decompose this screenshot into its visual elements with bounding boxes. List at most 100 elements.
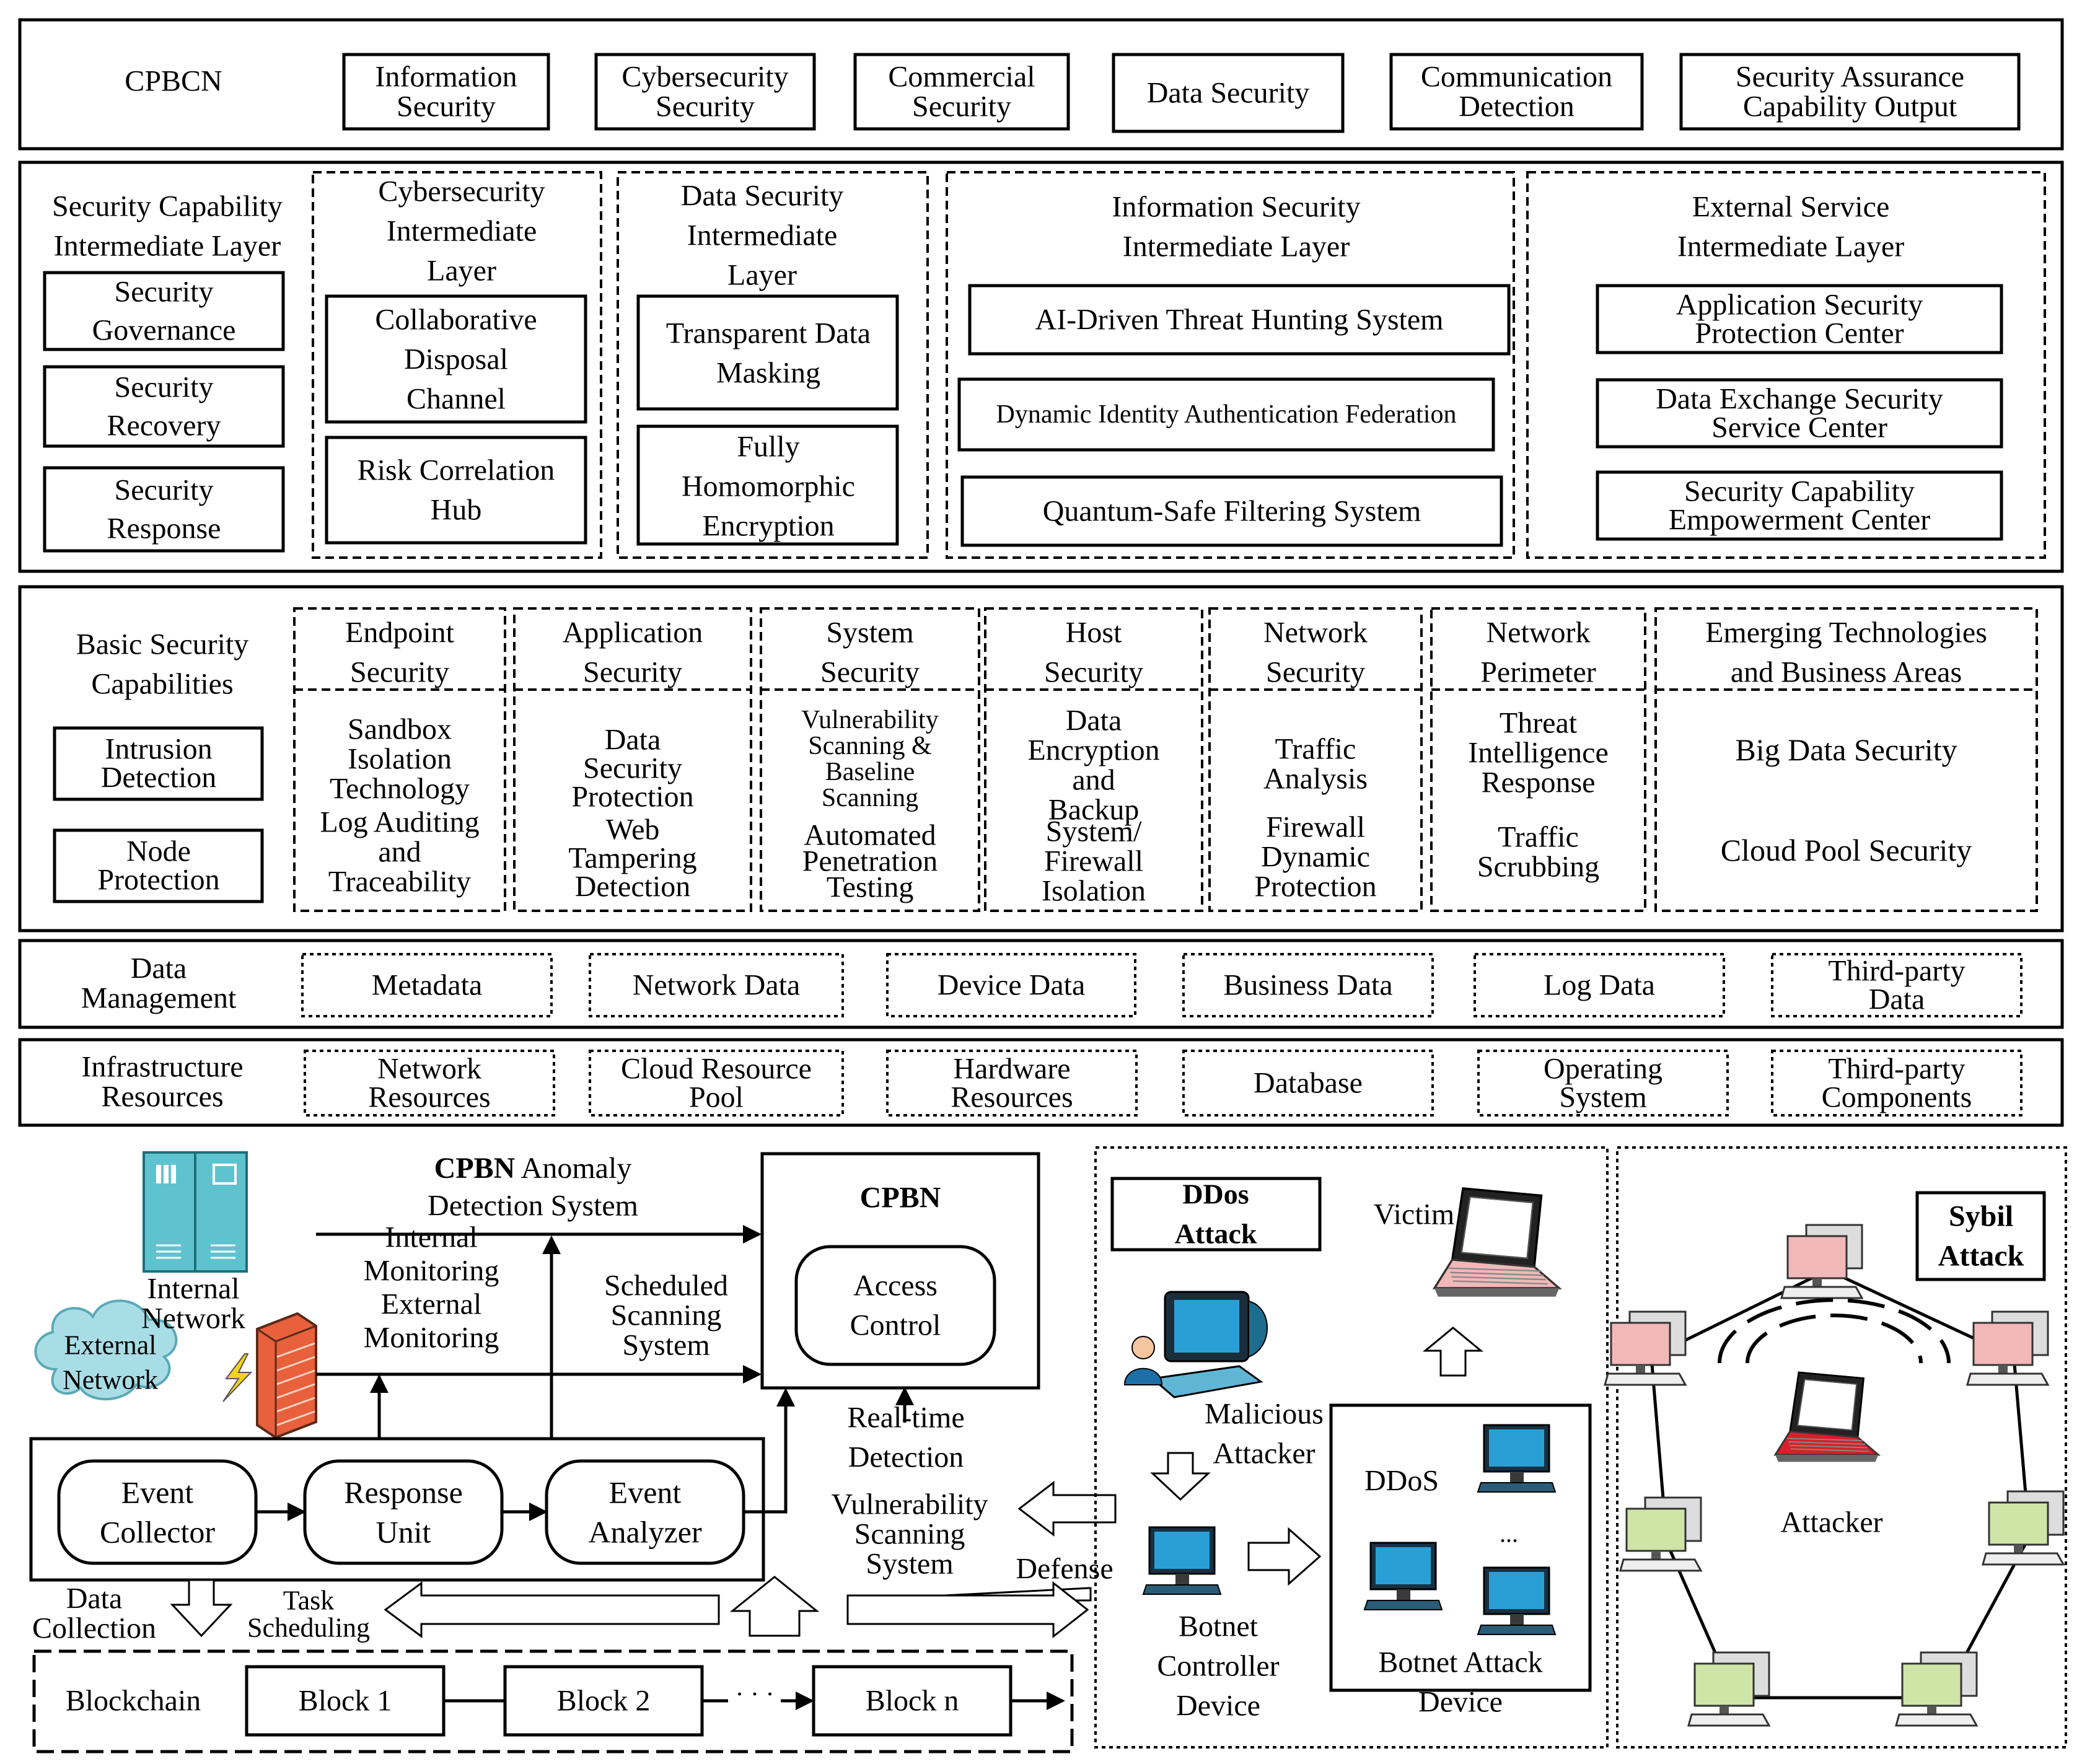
cpbcn-item-label-line: Detection (1459, 90, 1575, 123)
basic-column-item-line: Big Data Security (1735, 732, 1957, 767)
botnet-group-box (1329, 1403, 1592, 1692)
basic-column-item-line: Cloud Pool Security (1721, 833, 1972, 867)
botnet-ellipsis: ... (1500, 1520, 1518, 1548)
vulnerability-scanning-label-line: Vulnerability (831, 1488, 988, 1521)
governance-item-label-line: Response (107, 512, 221, 545)
data-management-item-label-line: Data (1869, 983, 1925, 1016)
basic-column (984, 607, 1203, 912)
security-capability-layer-title-line: Security Capability (52, 190, 283, 223)
basic-left-item-label-line: Node (126, 835, 191, 868)
basic-left-item (53, 726, 264, 801)
botnet-attack-label-line: Botnet Attack (1378, 1646, 1542, 1679)
data-management-item-label: Metadata (372, 969, 483, 1002)
data-item (636, 424, 899, 546)
data-management-item-label-line: Business Data (1223, 969, 1392, 1002)
info-item-label: AI-Driven Threat Hunting System (1035, 304, 1444, 336)
data-intermediate-title-line: Intermediate (687, 219, 838, 252)
anomaly-system-title-bold: CPBN (434, 1152, 516, 1185)
cpbcn-title-line: CPBCN (125, 65, 222, 98)
anomaly-system-title-line2: Detection System (428, 1190, 638, 1222)
down-hollow-arrow (1150, 1452, 1211, 1501)
right-hollow-arrow-ddos (1247, 1527, 1322, 1586)
sybil-node-pc-icon (1982, 1490, 2065, 1566)
victim-label: Victim (1374, 1198, 1454, 1231)
block-label: Block 1 (299, 1685, 392, 1718)
ddos-title-line: DDos (1182, 1178, 1249, 1210)
server-icon (143, 1151, 248, 1273)
basic-left-item (53, 828, 264, 903)
cpbn-box-title: CPBN (860, 1182, 941, 1214)
internal-network-label-line: Network (141, 1302, 245, 1335)
basic-column-item-line: Traceability (328, 866, 471, 898)
infrastructure-title-line: Infrastructure (81, 1051, 243, 1084)
basic-column-item-line: Penetration (802, 845, 938, 878)
data-intermediate-group (617, 171, 929, 559)
data-item (636, 294, 899, 411)
malicious-attacker-label-line: Attacker (1213, 1437, 1315, 1470)
infrastructure-title-line: Resources (101, 1081, 223, 1113)
blockchain-label-line: Blockchain (66, 1685, 201, 1718)
data-management-item (886, 953, 1136, 1017)
cyber-item-label-line: Channel (406, 383, 506, 416)
ddos-label: DDoS (1364, 1465, 1439, 1498)
defense-label: Defense (1016, 1553, 1113, 1586)
cpbcn-item (342, 53, 550, 131)
basic-column-item-line: Security (583, 752, 682, 785)
vulnerability-scanning-label-line: Scanning (854, 1518, 965, 1551)
cpbcn-item-label-line: Security (397, 90, 496, 123)
event-unit-label-line: Response (344, 1475, 463, 1510)
cyber-intermediate-title-line: Cybersecurity (378, 175, 545, 208)
info-item-label: Quantum-Safe Filtering System (1043, 495, 1421, 528)
botnet-controller-label-line: Botnet (1179, 1610, 1258, 1643)
cyber-intermediate-group (312, 171, 602, 559)
botnet-monitor-icon (1477, 1566, 1557, 1635)
block-ellipsis: · · · (736, 1680, 775, 1709)
cpbcn-item-label-line: Security (912, 90, 1011, 123)
cpbcn-item (1679, 53, 2021, 131)
basic-column-header-line: and Business Areas (1731, 656, 1962, 689)
basic-column-item-line: Tampering (568, 842, 696, 875)
data-management-item-label-line: Network Data (633, 969, 801, 1002)
data-management-item-label-line: Metadata (372, 969, 483, 1002)
cyber-item-label-line: Hub (431, 494, 482, 527)
info-item (960, 475, 1503, 547)
info-item-label-line: Dynamic Identity Authentication Federati… (996, 400, 1457, 429)
basic-column-item-line: Scanning (822, 784, 918, 812)
cloud-icon (34, 1299, 178, 1401)
data-item-label-line: Encryption (702, 510, 834, 543)
attacker-label-line: Attacker (1780, 1506, 1882, 1539)
governance-item-label-line: Recovery (107, 410, 221, 442)
internal-network-label-line: Internal (147, 1273, 239, 1305)
infrastructure-item-label-line: Third-party (1828, 1053, 1965, 1086)
data-item-label-line: Fully (737, 431, 799, 463)
info-intermediate-title-line: Intermediate Layer (1123, 230, 1350, 263)
infrastructure-item-label: Database (1254, 1067, 1363, 1100)
infrastructure-item (1182, 1050, 1434, 1117)
basic-column (513, 607, 752, 912)
cpbcn-panel (18, 18, 2064, 151)
sybil-wave (1746, 1314, 1923, 1364)
basic-column-item-line: Detection (575, 871, 691, 903)
sybil-node-pc-icon (1619, 1496, 1703, 1572)
botnet-monitor-icon (1363, 1542, 1443, 1610)
basic-column (293, 607, 506, 912)
infrastructure-item (1477, 1050, 1729, 1117)
event-unit-label-line: Event (121, 1475, 194, 1510)
info-item (957, 377, 1495, 452)
botnet-ellipsis-line: ... (1500, 1520, 1518, 1548)
